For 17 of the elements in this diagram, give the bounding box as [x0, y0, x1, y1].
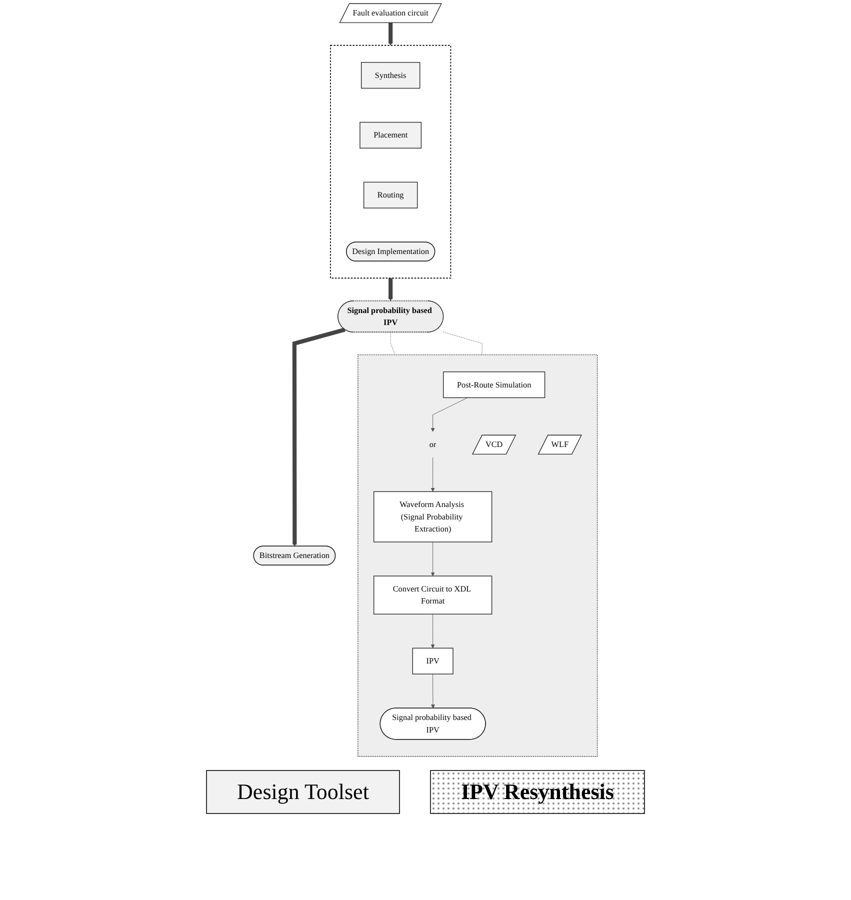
- node-box: Post-Route Simulation: [443, 372, 546, 398]
- node-box: Placement: [360, 122, 422, 148]
- node-box: IPV: [412, 648, 454, 674]
- legend-item: Design Toolset: [206, 770, 400, 814]
- arrow: [292, 328, 346, 546]
- node-box: Routing: [364, 182, 418, 208]
- node-box: Convert Circuit to XDL Format: [374, 576, 492, 614]
- arrow: [388, 22, 393, 46]
- node-box: Synthesis: [361, 62, 420, 89]
- connector: [443, 332, 482, 356]
- cluster: [358, 354, 598, 757]
- cluster: [330, 44, 452, 279]
- arrow: [388, 278, 393, 301]
- node-text: or: [429, 440, 436, 449]
- node-box: Waveform Analysis (Signal Probability Extraction): [374, 491, 492, 542]
- connector: [390, 332, 396, 356]
- legend-item: IPV Resynthesis: [430, 770, 645, 814]
